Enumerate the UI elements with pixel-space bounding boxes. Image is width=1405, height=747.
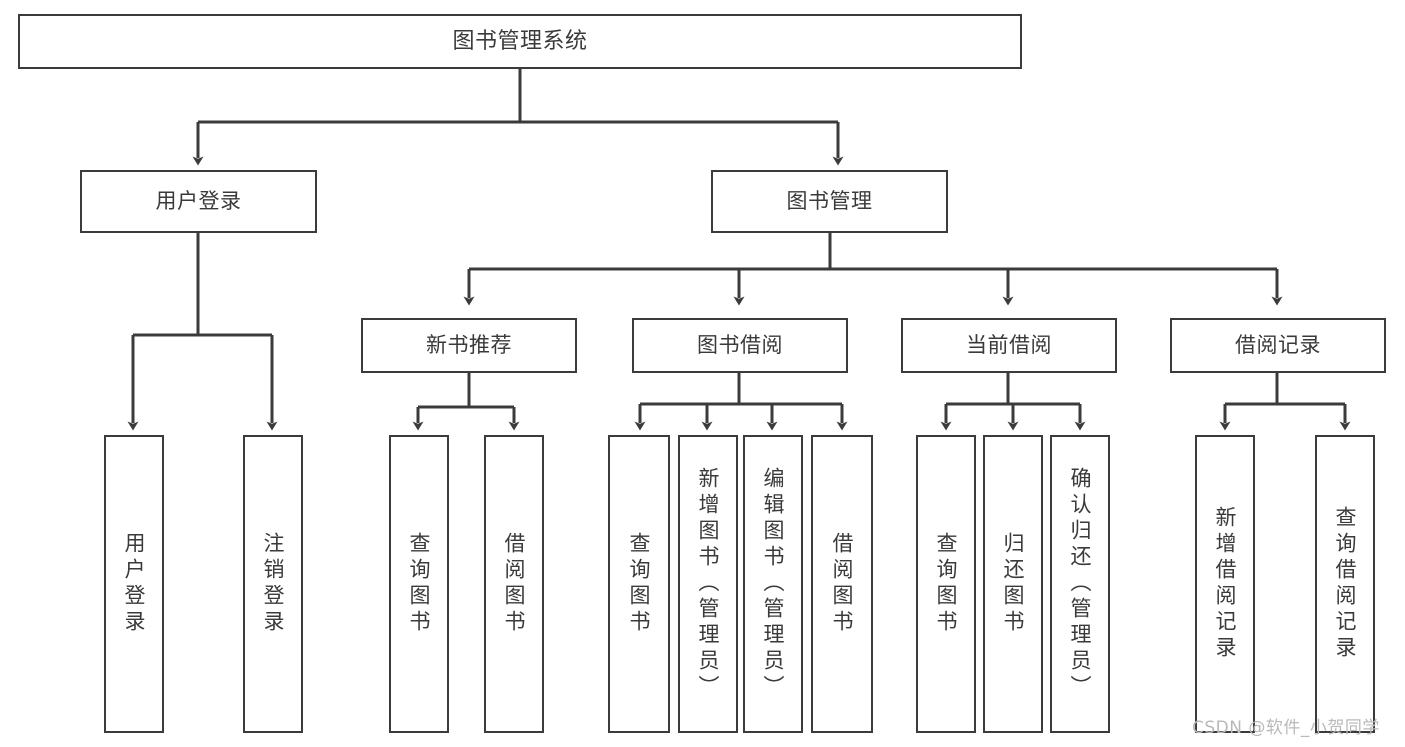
node-book-borrow[interactable]: 图书借阅 — [632, 318, 848, 373]
node-leaf-borrow-book-2-label: 借阅图书 — [830, 532, 855, 636]
node-leaf-query-book-3[interactable]: 查询图书 — [916, 435, 976, 733]
node-current-borrow-label: 当前借阅 — [966, 333, 1052, 358]
node-user-login[interactable]: 用户登录 — [80, 170, 317, 233]
node-book-borrow-label: 图书借阅 — [697, 333, 783, 358]
node-leaf-query-record-label: 查询借阅记录 — [1333, 506, 1358, 662]
node-borrow-record-label: 借阅记录 — [1235, 333, 1321, 358]
node-root-label: 图书管理系统 — [452, 28, 588, 54]
node-new-book-recommend[interactable]: 新书推荐 — [361, 318, 577, 373]
node-leaf-logout-label: 注销登录 — [261, 532, 286, 636]
node-leaf-borrow-book-1-label: 借阅图书 — [502, 532, 527, 636]
node-leaf-confirm-return[interactable]: 确认归还（管理员） — [1050, 435, 1110, 733]
node-borrow-record[interactable]: 借阅记录 — [1170, 318, 1386, 373]
node-leaf-add-record-label: 新增借阅记录 — [1213, 506, 1238, 662]
node-leaf-query-book-1-label: 查询图书 — [407, 532, 432, 636]
node-root[interactable]: 图书管理系统 — [18, 14, 1022, 69]
node-leaf-add-book[interactable]: 新增图书（管理员） — [678, 435, 738, 733]
node-leaf-edit-book-label: 编辑图书（管理员） — [761, 467, 786, 701]
node-leaf-edit-book[interactable]: 编辑图书（管理员） — [743, 435, 803, 733]
csdn-watermark: CSDN @软件_小贺同学 — [1192, 718, 1380, 738]
node-leaf-user-login-label: 用户登录 — [122, 532, 147, 636]
node-new-book-recommend-label: 新书推荐 — [426, 333, 512, 358]
node-leaf-query-record[interactable]: 查询借阅记录 — [1315, 435, 1375, 733]
node-leaf-return-book-label: 归还图书 — [1001, 532, 1026, 636]
node-leaf-return-book[interactable]: 归还图书 — [983, 435, 1043, 733]
node-leaf-query-book-2-label: 查询图书 — [627, 532, 652, 636]
node-book-manage-label: 图书管理 — [786, 189, 873, 214]
node-leaf-query-book-1[interactable]: 查询图书 — [389, 435, 449, 733]
node-user-login-label: 用户登录 — [155, 189, 242, 214]
node-leaf-user-login[interactable]: 用户登录 — [104, 435, 164, 733]
node-leaf-add-record[interactable]: 新增借阅记录 — [1195, 435, 1255, 733]
node-current-borrow[interactable]: 当前借阅 — [901, 318, 1117, 373]
node-leaf-add-book-label: 新增图书（管理员） — [696, 467, 721, 701]
node-book-manage[interactable]: 图书管理 — [711, 170, 948, 233]
node-leaf-borrow-book-1[interactable]: 借阅图书 — [484, 435, 544, 733]
node-leaf-confirm-return-label: 确认归还（管理员） — [1068, 467, 1093, 701]
node-leaf-borrow-book-2[interactable]: 借阅图书 — [811, 435, 873, 733]
node-leaf-query-book-2[interactable]: 查询图书 — [608, 435, 670, 733]
node-leaf-query-book-3-label: 查询图书 — [934, 532, 959, 636]
node-leaf-logout[interactable]: 注销登录 — [243, 435, 303, 733]
